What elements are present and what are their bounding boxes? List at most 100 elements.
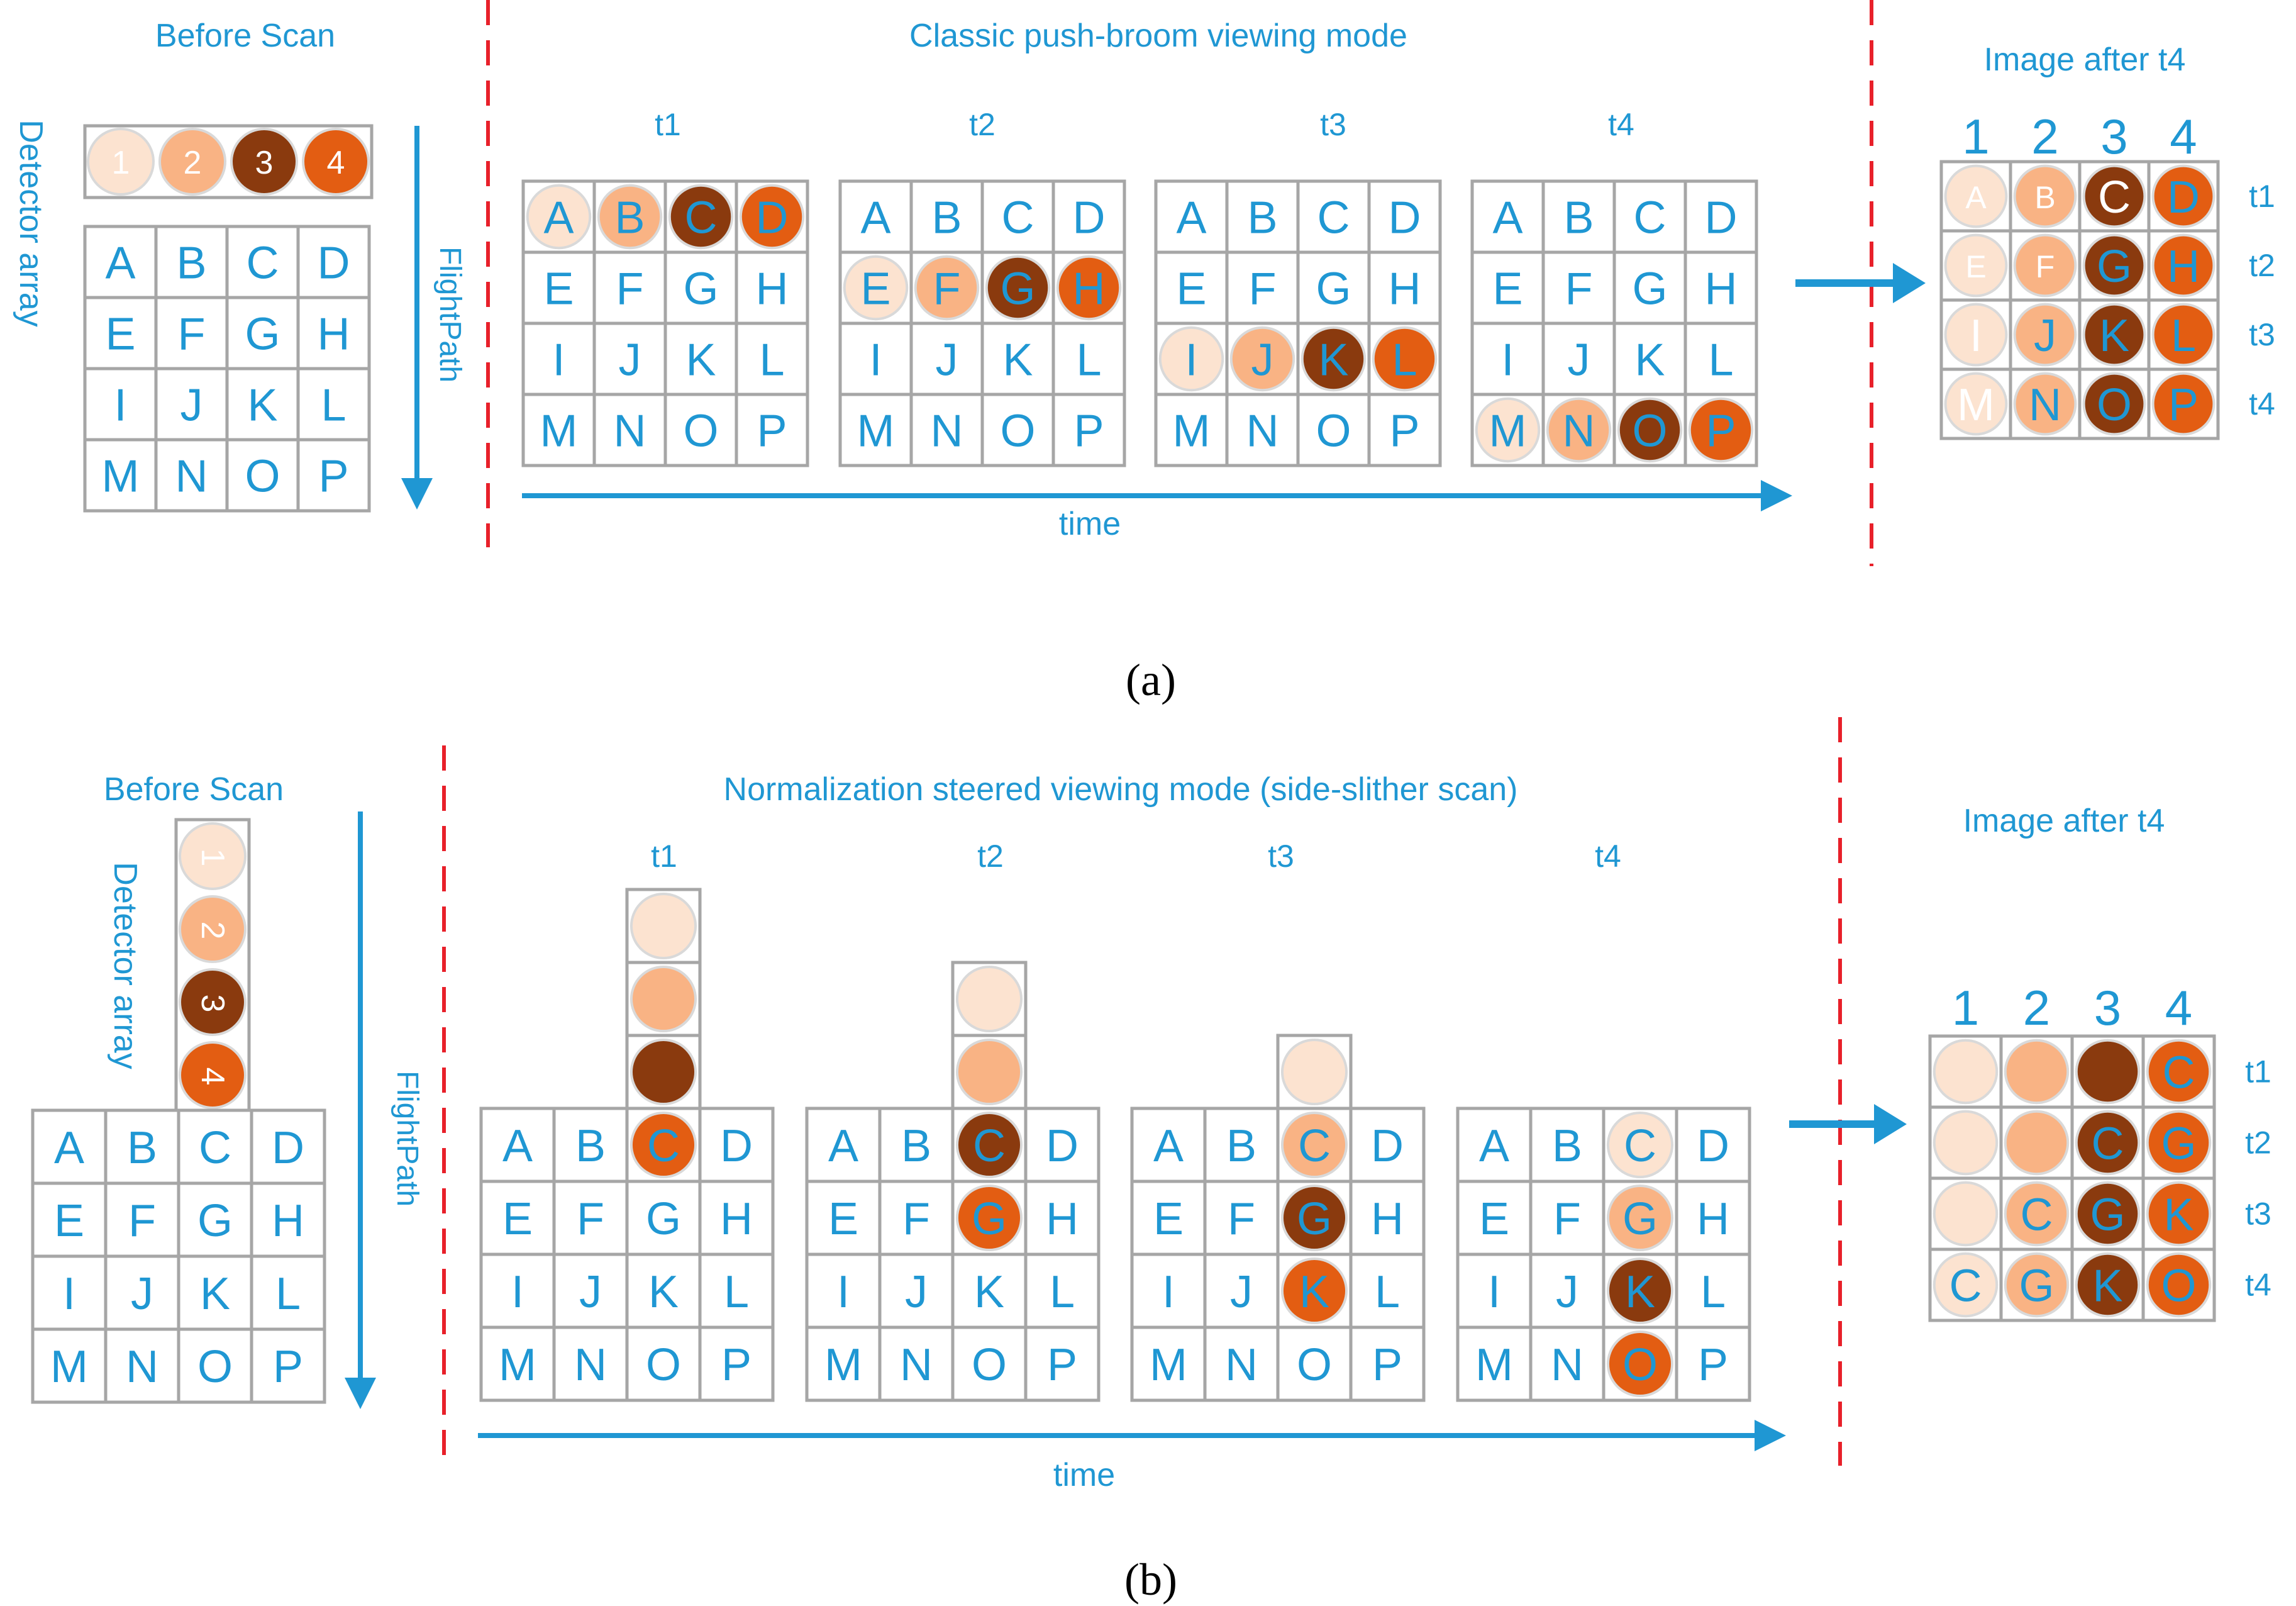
detector-dot — [1056, 255, 1122, 321]
step-cell-e — [521, 250, 596, 325]
detector-dot — [1617, 397, 1683, 463]
result-dot — [2146, 1181, 2212, 1247]
grid-letter: I — [114, 381, 126, 431]
result-dot — [2151, 303, 2216, 367]
step-cell-e — [479, 1179, 556, 1256]
result-letter: G — [2019, 1261, 2054, 1312]
step-cell-l — [1051, 321, 1126, 396]
result-letter: C — [2163, 1048, 2195, 1098]
step-label-t3: t3 — [1268, 839, 1294, 874]
detector-number: 3 — [255, 145, 274, 181]
result-dot — [2013, 233, 2077, 298]
grid-letter: I — [63, 1269, 75, 1319]
grid-letter: O — [972, 1340, 1007, 1390]
grid-letter: K — [1625, 1267, 1655, 1317]
grid-letter: P — [318, 452, 348, 502]
grid-letter: D — [1697, 1121, 1729, 1171]
grid-letter: D — [1705, 193, 1738, 243]
detector-dot — [955, 1111, 1023, 1179]
result-letter: O — [2161, 1261, 2196, 1312]
detector-dot — [597, 184, 663, 250]
step-cell-m — [479, 1325, 556, 1402]
grid-letter: P — [1372, 1340, 1402, 1390]
step-cell-b — [878, 1107, 955, 1183]
step-label-t4: t4 — [1608, 107, 1634, 142]
grid-letter: L — [1392, 335, 1417, 386]
before-cell-p — [296, 438, 371, 513]
grid-letter: G — [1297, 1194, 1332, 1244]
grid-letter: L — [724, 1267, 749, 1317]
grid-letter: D — [1046, 1121, 1079, 1171]
grid-letter: H — [272, 1196, 304, 1246]
mode-title: Normalization steered viewing mode (side… — [724, 771, 1518, 808]
step-cell-b — [1225, 179, 1300, 254]
grid-letter: N — [175, 452, 208, 502]
step-cell-c — [1296, 179, 1371, 254]
step-label-t1: t1 — [655, 107, 681, 142]
grid-letter: G — [1000, 264, 1035, 315]
detector-dot — [1280, 1257, 1348, 1325]
grid-letter: H — [1371, 1194, 1404, 1244]
grid-letter: G — [1316, 264, 1351, 315]
result-letter: O — [2097, 380, 2132, 430]
step-cell-h — [1683, 250, 1758, 325]
before-cell-m — [83, 438, 158, 513]
grid-letter: J — [1251, 335, 1274, 386]
grid-letter: I — [552, 335, 565, 386]
before-cell-h — [296, 296, 371, 371]
result-dot — [2151, 233, 2216, 298]
detector-element-1 — [179, 822, 247, 890]
grid-letter: A — [860, 193, 890, 243]
before-scan-title: Before Scan — [155, 18, 335, 54]
result-column-label: 4 — [2165, 980, 2192, 1035]
grid-letter: N — [1246, 406, 1279, 457]
grid-letter: P — [1073, 406, 1104, 457]
before-cell-i — [83, 367, 158, 442]
step-cell-f — [878, 1179, 955, 1256]
step-cell-l — [1024, 1252, 1101, 1329]
grid-letter: H — [720, 1194, 753, 1244]
result-letter: G — [2090, 1190, 2125, 1241]
flight-path-arrowhead — [345, 1378, 376, 1409]
result-row-label: t3 — [2249, 317, 2275, 352]
before-cell-f — [154, 296, 229, 371]
result-dot — [2082, 233, 2146, 298]
grid-letter: A — [502, 1121, 533, 1171]
step-cell-f — [1225, 250, 1300, 325]
grid-letter: C — [1002, 193, 1034, 243]
result-dot — [2151, 164, 2216, 228]
grid-letter: N — [931, 406, 963, 457]
detector-dot — [629, 965, 697, 1033]
step-cell-o — [663, 393, 738, 467]
result-arrowhead — [1893, 263, 1926, 303]
grid-letter: A — [105, 238, 135, 289]
detector-dot — [629, 1038, 697, 1106]
detector-element-4 — [179, 1041, 247, 1109]
step-cell-m — [838, 393, 913, 467]
grid-letter: D — [1371, 1121, 1404, 1171]
detector-dot — [1606, 1184, 1674, 1252]
step-cell-n — [909, 393, 984, 467]
result-letter: B — [2034, 180, 2055, 215]
step-cell-d — [1349, 1107, 1426, 1183]
grid-letter: E — [54, 1196, 84, 1246]
grid-letter: C — [1624, 1121, 1656, 1171]
grid-letter: L — [1050, 1267, 1075, 1317]
step-cell-o — [625, 1325, 702, 1402]
grid-letter: B — [575, 1121, 606, 1171]
result-column-label: 3 — [2100, 109, 2127, 164]
result-title: Image after t4 — [1963, 803, 2165, 839]
grid-letter: D — [1389, 193, 1421, 243]
step-label-t3: t3 — [1320, 107, 1346, 142]
detector-number: 1 — [112, 145, 130, 181]
grid-letter: L — [1076, 335, 1101, 386]
result-column-label: 4 — [2170, 109, 2197, 164]
grid-letter: E — [502, 1194, 533, 1244]
detector-dot — [1301, 326, 1367, 392]
result-column-label: 3 — [2094, 980, 2121, 1035]
result-letter: K — [2092, 1261, 2122, 1312]
result-dot — [2082, 303, 2146, 367]
